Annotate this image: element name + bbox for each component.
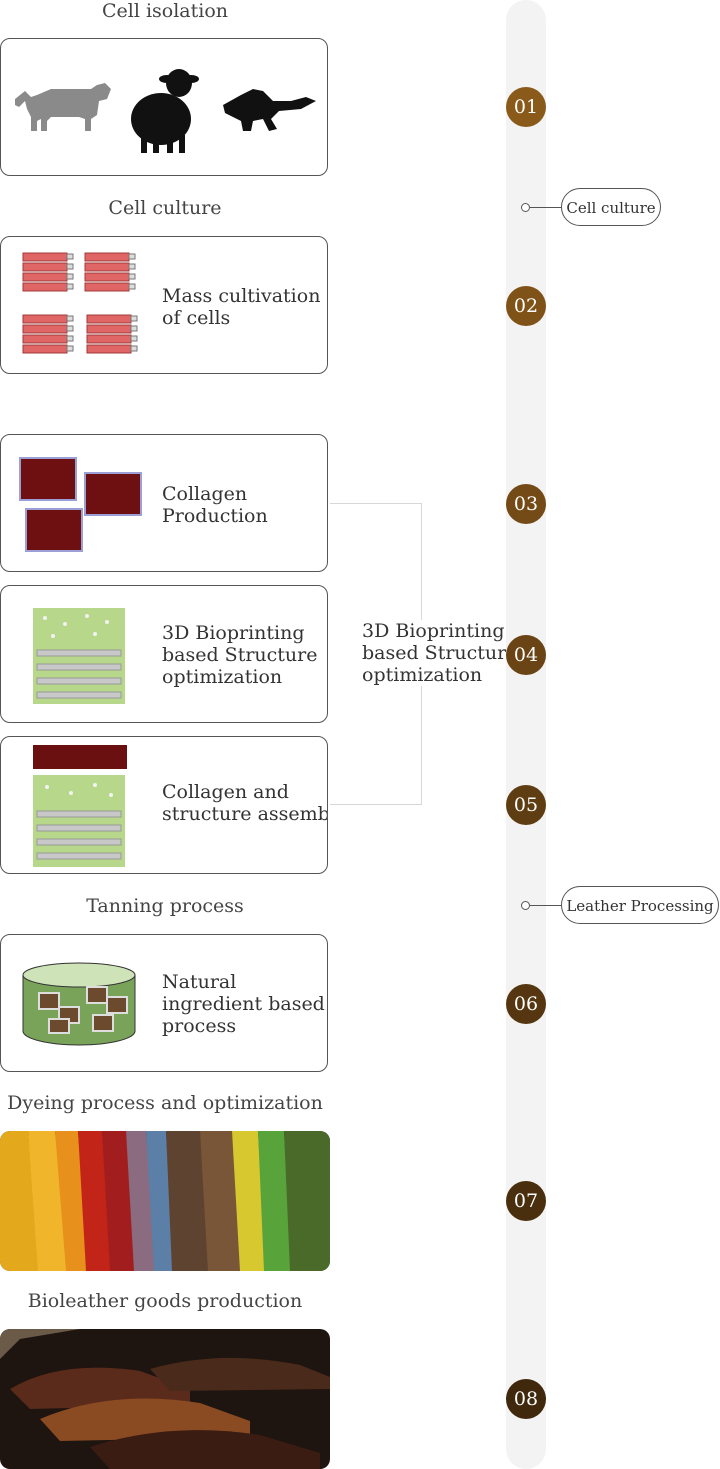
tag-dot-cell-culture: [521, 203, 530, 212]
step-07: 07: [506, 1181, 546, 1221]
timeline-track: [506, 0, 546, 1469]
section-title-goods: Bioleather goods production: [27, 1290, 303, 1312]
assembly-icon: [33, 745, 127, 867]
sheep-icon: [131, 69, 199, 153]
step-02: 02: [506, 286, 546, 326]
card-natural-process: Natural ingredient based process: [0, 934, 328, 1072]
tag-line-cell-culture: [530, 207, 562, 208]
card-text-bioprinting: 3D Bioprinting based Structure optimizat…: [162, 622, 318, 688]
bracket-bottom-line: [330, 804, 422, 805]
dyed-leather-photo: [0, 1131, 330, 1271]
card-mass-cultivation: Mass cultivation of cells: [0, 236, 328, 374]
section-title-cell-culture: Cell culture: [108, 197, 222, 219]
tag-cell-culture: Cell culture: [561, 188, 661, 226]
cow-icon: [15, 83, 111, 131]
card-cell-isolation: [0, 38, 328, 176]
step-08: 08: [506, 1379, 546, 1419]
animals-illustration: [15, 69, 316, 153]
culture-flasks-icon: [22, 252, 138, 354]
card-bioprinting: 3D Bioprinting based Structure optimizat…: [0, 585, 328, 723]
leather-shoes-image: [0, 1329, 330, 1469]
tag-leather-processing: Leather Processing: [561, 886, 719, 924]
section-title-cell-isolation: Cell isolation: [101, 0, 229, 22]
crocodile-icon: [223, 89, 316, 131]
card-collagen-production: Collagen Production: [0, 434, 328, 572]
card-text-natural-process: Natural ingredient based process: [162, 971, 325, 1037]
leather-swatches-image: [0, 1131, 330, 1271]
bracket-label: 3D Bioprinting based Structure optimizat…: [362, 620, 518, 686]
tag-line-leather-processing: [530, 905, 562, 906]
card-assembly: Collagen and structure assembly: [0, 736, 328, 874]
section-title-tanning: Tanning process: [86, 895, 244, 917]
card-text-assembly: Collagen and structure assembly: [162, 781, 328, 825]
step-06: 06: [506, 984, 546, 1024]
shoes-photo: [0, 1329, 330, 1469]
tag-dot-leather-processing: [521, 901, 530, 910]
step-05: 05: [506, 785, 546, 825]
card-text-collagen-production: Collagen Production: [162, 483, 268, 527]
section-title-dyeing: Dyeing process and optimization: [7, 1092, 323, 1114]
collagen-images-icon: [19, 457, 142, 552]
step-03: 03: [506, 484, 546, 524]
bracket-top-line: [330, 503, 422, 504]
scaffold-icon: [33, 608, 125, 704]
tanning-tank-icon: [22, 962, 136, 1046]
step-04: 04: [506, 635, 546, 675]
card-text-mass-cultivation: Mass cultivation of cells: [162, 285, 321, 329]
step-01: 01: [506, 87, 546, 127]
